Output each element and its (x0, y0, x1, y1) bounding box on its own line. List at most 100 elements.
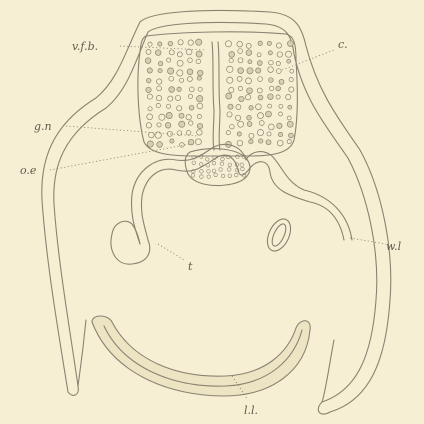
leader-t (158, 244, 184, 260)
leader-oe (50, 144, 190, 170)
nerve-cell (149, 132, 155, 138)
nerve-cell (285, 51, 291, 57)
nerve-cell (289, 78, 293, 82)
nerve-cell (268, 124, 274, 130)
nerve-cell (196, 39, 202, 45)
nerve-cell (189, 121, 193, 125)
nerve-cell (178, 40, 183, 45)
nerve-cell (268, 67, 274, 73)
nerve-cell (157, 123, 161, 127)
nerve-cell (197, 130, 203, 136)
nerve-cell (290, 69, 294, 73)
nerve-cell (147, 94, 152, 99)
nerve-cell (266, 140, 271, 145)
outer-body-wall-foot-right (318, 402, 330, 414)
nerve-cell (279, 79, 284, 84)
ganglion-cell (240, 163, 244, 167)
nerve-cell (249, 106, 253, 110)
nerve-cell (226, 93, 232, 99)
nerve-cell (247, 68, 253, 74)
nerve-cell (186, 130, 191, 135)
nerve-cell (247, 116, 252, 121)
ganglion (185, 149, 250, 186)
nerve-cell (177, 106, 182, 111)
label-ll: l.l. (244, 404, 258, 417)
nerve-cell (156, 95, 161, 100)
nerve-cell (227, 112, 232, 117)
nerve-cell (158, 61, 163, 66)
ganglion-cell (236, 155, 240, 159)
ganglion-cell (199, 163, 203, 167)
nerve-cell (279, 112, 283, 116)
nerve-cell (287, 59, 291, 63)
nerve-cell (177, 60, 183, 66)
nerve-cell (238, 58, 243, 63)
nerve-cell (148, 107, 152, 111)
central-canal-inner (218, 42, 220, 150)
nerve-cell (259, 139, 263, 143)
lower-wall-left (78, 320, 86, 386)
ganglion-cell (207, 170, 211, 174)
nerve-cell (169, 87, 175, 93)
nerve-cell (248, 60, 252, 64)
nerve-cell (236, 105, 241, 110)
nerve-cell (168, 68, 174, 74)
nerve-cell (179, 121, 185, 127)
nerve-cell (158, 69, 162, 73)
nerve-cell (147, 114, 153, 120)
ganglion-cell (228, 163, 232, 167)
nerve-cell (258, 95, 263, 100)
nerve-cell (167, 131, 172, 136)
nerve-cell (237, 76, 242, 81)
gut-wall-outer (141, 155, 344, 240)
nerve-cell (156, 103, 160, 107)
nerve-cell (259, 121, 264, 126)
nerve-cell (245, 95, 250, 100)
nerve-cell (249, 139, 253, 143)
nerve-cell (195, 139, 201, 145)
nerve-cell (155, 50, 161, 56)
nerve-cell (188, 58, 193, 63)
nerve-cell (268, 94, 274, 100)
nerve-cell (186, 49, 192, 55)
nerve-cell (197, 76, 201, 80)
nerve-cell (287, 121, 293, 127)
ganglion-cell (214, 173, 218, 177)
ganglion-cell (220, 162, 224, 166)
nerve-cell (289, 87, 294, 92)
nerve-cell (227, 77, 233, 83)
nerve-cell (197, 96, 203, 102)
nerve-cell (267, 132, 271, 136)
nerve-cell (288, 41, 294, 47)
label-oe: o.e (20, 164, 37, 177)
nerve-cell (180, 143, 185, 148)
nerve-cell (238, 121, 244, 127)
nerve-cell (257, 88, 262, 93)
fold-t (111, 221, 150, 264)
nerve-cell (148, 42, 152, 46)
nerve-cell (197, 70, 203, 76)
nerve-cell (257, 61, 262, 66)
nerve-cell (147, 141, 153, 147)
nerve-cell (256, 104, 262, 110)
leader-wl (350, 238, 386, 244)
label-gn: g.n (34, 120, 52, 133)
nerve-cell (276, 61, 280, 65)
nerve-cell (166, 104, 170, 108)
nerve-cell (269, 86, 274, 91)
ganglion-cell (205, 158, 209, 162)
nerve-cell (168, 41, 173, 46)
nerve-cell (168, 96, 173, 101)
nerve-cell (188, 40, 193, 45)
ganglion-cell (191, 174, 195, 178)
ganglion-cell (200, 170, 204, 174)
outer-body-wall-foot-left (68, 386, 78, 395)
nerve-cell (237, 41, 243, 47)
nerve-cell (277, 52, 282, 57)
nerve-cell (157, 142, 163, 148)
nerve-cell (286, 94, 291, 99)
nerve-cell (276, 69, 281, 74)
nerve-cell (189, 87, 194, 92)
